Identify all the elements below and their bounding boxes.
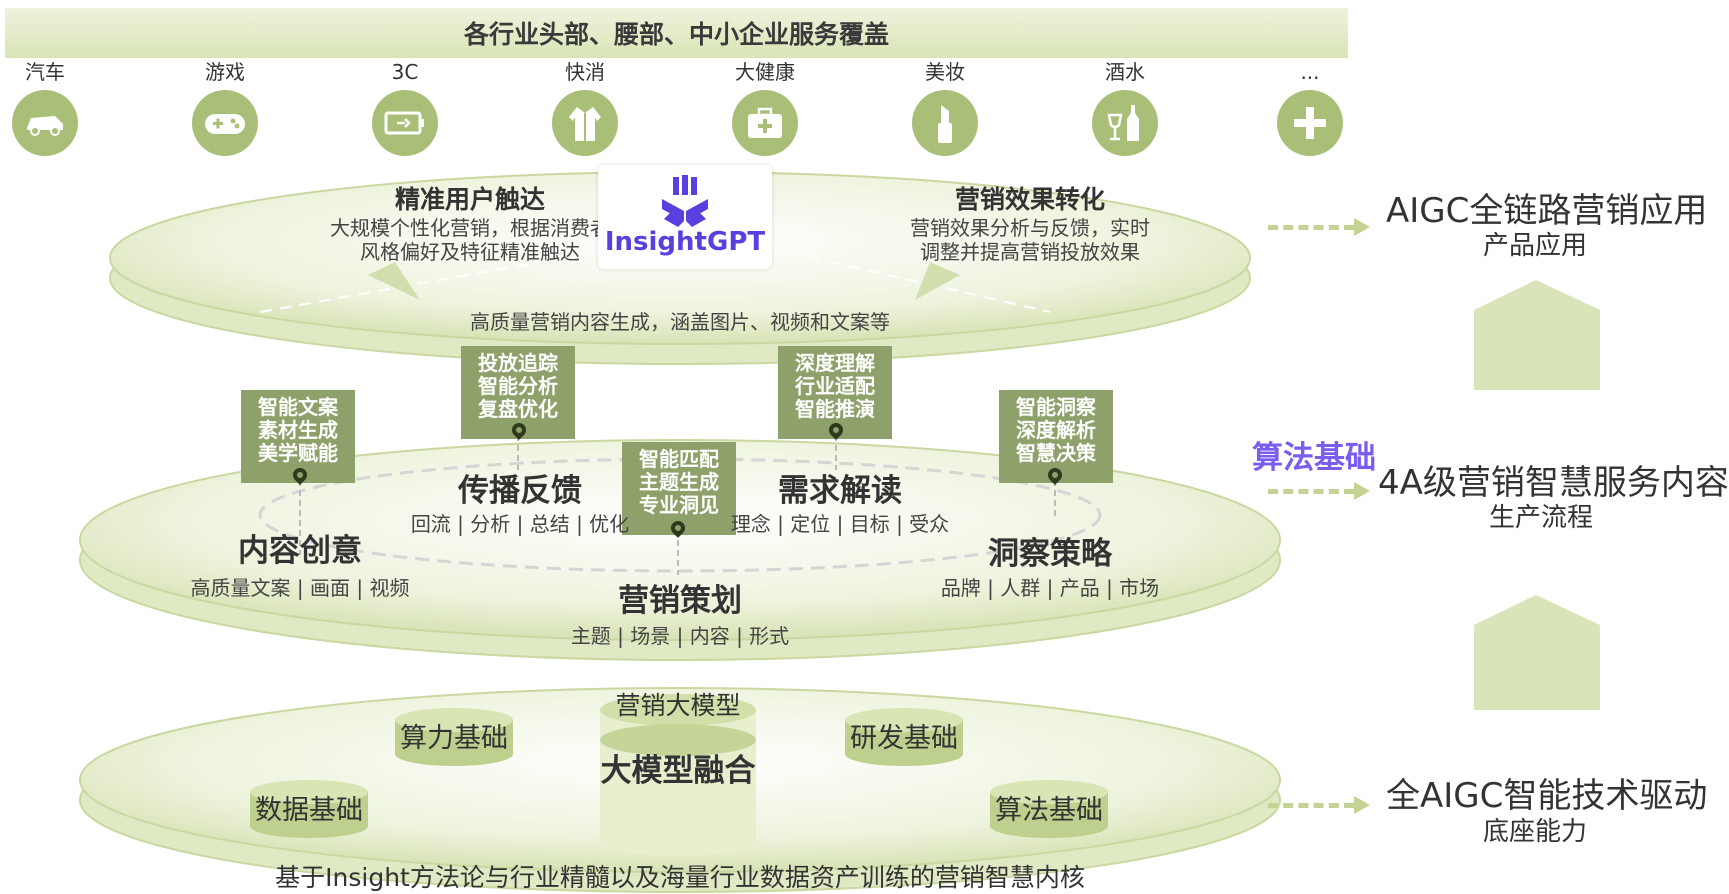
service-content-title: 4A级营销智慧服务内容	[1378, 463, 1729, 503]
arrow-dash-3	[1268, 803, 1354, 808]
wine-icon	[1092, 90, 1158, 156]
aigc-tech-sub: 底座能力	[1483, 817, 1588, 847]
tag-insight: 智能洞察 深度解析 智慧决策	[999, 390, 1113, 483]
footer-core-text: 基于Insight方法论与行业精髓以及海量行业数据资产训练的营销智慧内核	[275, 863, 1085, 892]
node-propagation-title: 传播反馈	[458, 473, 582, 509]
industry-beauty[interactable]: 美妆	[890, 60, 1000, 156]
arrow-head-2	[1354, 482, 1370, 500]
tag-planning: 智能匹配 主题生成 专业洞见	[622, 442, 736, 535]
industry-label: 汽车	[25, 60, 65, 84]
precise-reach-desc-line1: 大规模个性化营销，根据消费者	[330, 216, 610, 240]
node-insight-desc: 品牌 | 人群 | 产品 | 市场	[940, 576, 1160, 600]
industry-label: 大健康	[735, 60, 795, 84]
arrow-dash-2	[1268, 489, 1354, 494]
industry-label: 快消	[565, 60, 605, 84]
precise-reach-desc: 大规模个性化营销，根据消费者 风格偏好及特征精准触达	[200, 216, 740, 264]
lipstick-icon	[912, 90, 978, 156]
industry-more[interactable]: ...	[1255, 60, 1365, 156]
medical-kit-icon	[732, 90, 798, 156]
precise-reach-desc-line2: 风格偏好及特征精准触达	[360, 240, 580, 264]
cylinder-rnd: 研发基础	[850, 723, 958, 754]
aigc-app-title: AIGC全链路营销应用	[1386, 191, 1708, 231]
industry-coverage-banner: 各行业头部、腰部、中小企业服务覆盖	[5, 8, 1348, 58]
algorithm-foundation-label: 算法基础	[1252, 440, 1376, 476]
cylinder-data: 数据基础	[255, 795, 363, 826]
insightgpt-logo-text: InsightGPT	[604, 227, 766, 257]
gamepad-icon	[192, 90, 258, 156]
node-content-creation-desc: 高质量文案 | 画面 | 视频	[190, 576, 410, 600]
industry-label: 酒水	[1105, 60, 1145, 84]
industry-label: 3C	[391, 60, 419, 84]
arrow-head-1	[1354, 218, 1370, 236]
battery-icon	[372, 90, 438, 156]
insightgpt-logo: InsightGPT	[598, 165, 772, 269]
node-planning-title: 营销策划	[618, 583, 742, 619]
arrow-dash-1	[1268, 225, 1354, 230]
node-insight-title: 洞察策略	[988, 536, 1112, 572]
industry-label: 美妆	[925, 60, 965, 84]
model-fusion-title: 大模型融合	[600, 753, 756, 789]
node-demand-desc: 理念 | 定位 | 目标 | 受众	[730, 512, 950, 536]
node-propagation-desc: 回流 | 分析 | 总结 | 优化	[410, 512, 630, 536]
cylinder-algorithm: 算法基础	[995, 795, 1103, 826]
node-content-creation-title: 内容创意	[238, 533, 362, 569]
industry-label: 游戏	[205, 60, 245, 84]
service-content-sub: 生产流程	[1489, 503, 1594, 533]
industry-fmcg[interactable]: 快消	[530, 60, 640, 156]
conversion-title: 营销效果转化	[954, 185, 1105, 214]
conversion-desc-line2: 调整并提高营销投放效果	[920, 240, 1140, 264]
plus-icon	[1277, 90, 1343, 156]
industry-liquor[interactable]: 酒水	[1070, 60, 1180, 156]
node-planning-desc: 主题 | 场景 | 内容 | 形式	[570, 624, 790, 648]
industry-car[interactable]: 汽车	[0, 60, 100, 156]
cylinder-compute: 算力基础	[400, 723, 508, 754]
industry-3c[interactable]: 3C	[350, 60, 460, 156]
car-icon	[12, 90, 78, 156]
conversion-desc: 营销效果分析与反馈，实时 调整并提高营销投放效果	[830, 216, 1230, 264]
aigc-app-sub: 产品应用	[1483, 231, 1588, 261]
content-generation-text: 高质量营销内容生成，涵盖图片、视频和文案等	[470, 310, 890, 334]
industry-health[interactable]: 大健康	[710, 60, 820, 156]
tag-propagation: 投放追踪 智能分析 复盘优化	[461, 346, 575, 439]
conversion-desc-line1: 营销效果分析与反馈，实时	[910, 216, 1150, 240]
clothing-icon	[552, 90, 618, 156]
marketing-model-label: 营销大模型	[615, 691, 741, 720]
industry-game[interactable]: 游戏	[170, 60, 280, 156]
arrow-head-3	[1354, 796, 1370, 814]
precise-reach-title: 精准用户触达	[394, 185, 545, 214]
insightgpt-logo-mark	[662, 175, 708, 227]
industry-label: ...	[1300, 60, 1320, 84]
aigc-tech-title: 全AIGC智能技术驱动	[1386, 776, 1708, 816]
node-demand-title: 需求解读	[778, 473, 902, 509]
